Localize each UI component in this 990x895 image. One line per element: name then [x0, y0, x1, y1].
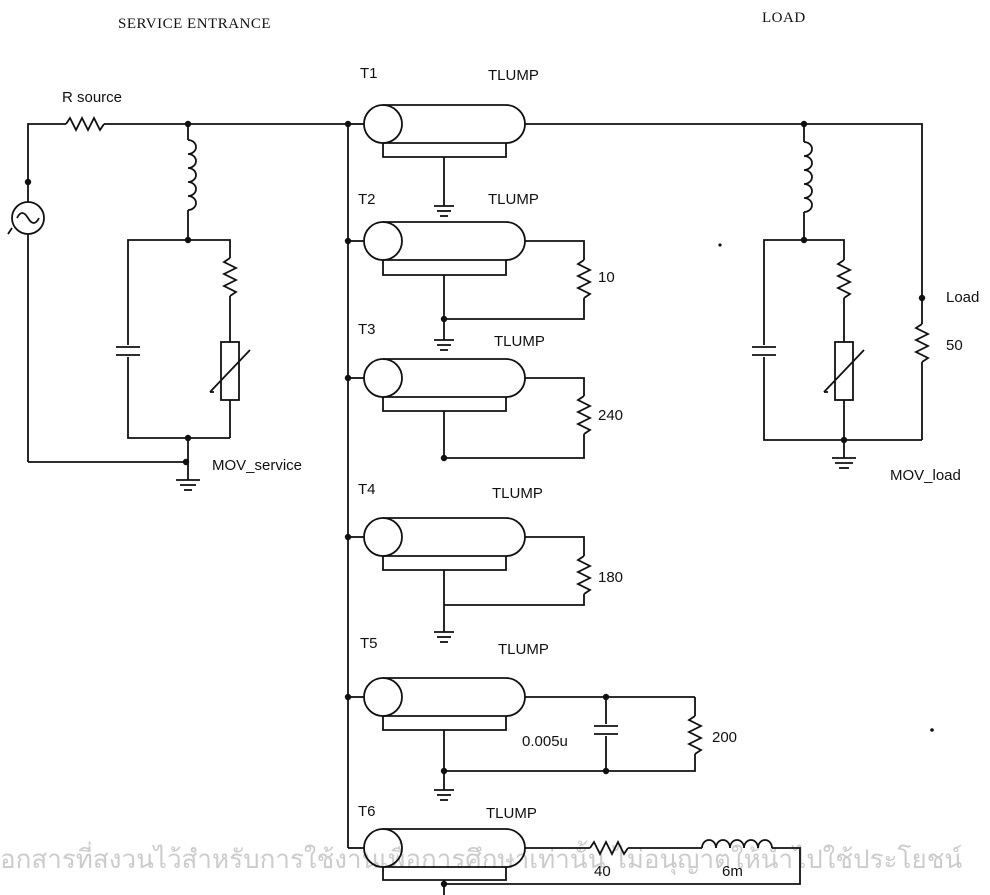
- t2-resistor-value: 10: [598, 269, 615, 286]
- source-section: R source MOV_ser: [7, 89, 348, 491]
- service-inductor: [187, 139, 197, 211]
- t2-coax-end: [363, 221, 403, 261]
- t3-coax-end: [363, 358, 403, 398]
- load-mov-resistor: [835, 259, 853, 299]
- t2-model: TLUMP: [488, 191, 539, 208]
- t5-model: TLUMP: [498, 641, 549, 658]
- tline-t3: T3 TLUMP 240: [344, 321, 623, 462]
- tline-t5: T5 TLUMP 0.005u 200: [344, 635, 737, 801]
- r-source-resistor: [65, 115, 105, 133]
- t5-capacitor-value: 0.005u: [522, 733, 568, 750]
- load-name-label: Load: [946, 289, 979, 306]
- t4-model: TLUMP: [492, 485, 543, 502]
- t6-inductor-value: 6m: [722, 863, 743, 880]
- mov-service-label: MOV_service: [212, 457, 302, 474]
- watermark-text: อกสารที่สงวนไว้สำหรับการใช้งานเพื่อการศึ…: [0, 840, 962, 875]
- t3-name: T3: [358, 321, 376, 338]
- t4-name: T4: [358, 481, 376, 498]
- load-value-label: 50: [946, 337, 963, 354]
- t1-coax-end: [363, 104, 403, 144]
- t3-model: TLUMP: [494, 333, 545, 350]
- t5-coax-end: [363, 677, 403, 717]
- t6-model: TLUMP: [486, 805, 537, 822]
- t5-name: T5: [360, 635, 378, 652]
- mov-load-label: MOV_load: [890, 467, 961, 484]
- t5-resistor-value: 200: [712, 729, 737, 746]
- service-entrance-header: SERVICE ENTRANCE: [118, 16, 271, 32]
- t3-termination-resistor: [575, 395, 593, 435]
- t1-name: T1: [360, 65, 378, 82]
- t4-resistor-value: 180: [598, 569, 623, 586]
- t1-model: TLUMP: [488, 67, 539, 84]
- t2-termination-resistor: [575, 259, 593, 299]
- t6-resistor-value: 40: [594, 863, 611, 880]
- service-mov-resistor: [221, 257, 239, 297]
- load-header: LOAD: [762, 10, 806, 26]
- t6-termination-inductor: [701, 839, 773, 849]
- r-source-label: R source: [62, 89, 122, 106]
- t4-termination-resistor: [575, 555, 593, 595]
- tline-t4: T4 TLUMP 180: [344, 481, 623, 643]
- tline-t1: T1 TLUMP: [348, 65, 804, 217]
- tline-t2: T2 TLUMP 10: [344, 191, 615, 351]
- t6-name: T6: [358, 803, 376, 820]
- load-inductor: [803, 141, 813, 213]
- t4-coax-end: [363, 517, 403, 557]
- tline-t6: T6 TLUMP 40 6m: [347, 803, 801, 895]
- t6-termination-resistor: [589, 839, 629, 857]
- load-resistor: [913, 323, 931, 363]
- t2-name: T2: [358, 191, 376, 208]
- load-section: Load 50 MOV_load: [752, 120, 979, 484]
- t3-resistor-value: 240: [598, 407, 623, 424]
- t5-termination-resistor: [686, 715, 704, 755]
